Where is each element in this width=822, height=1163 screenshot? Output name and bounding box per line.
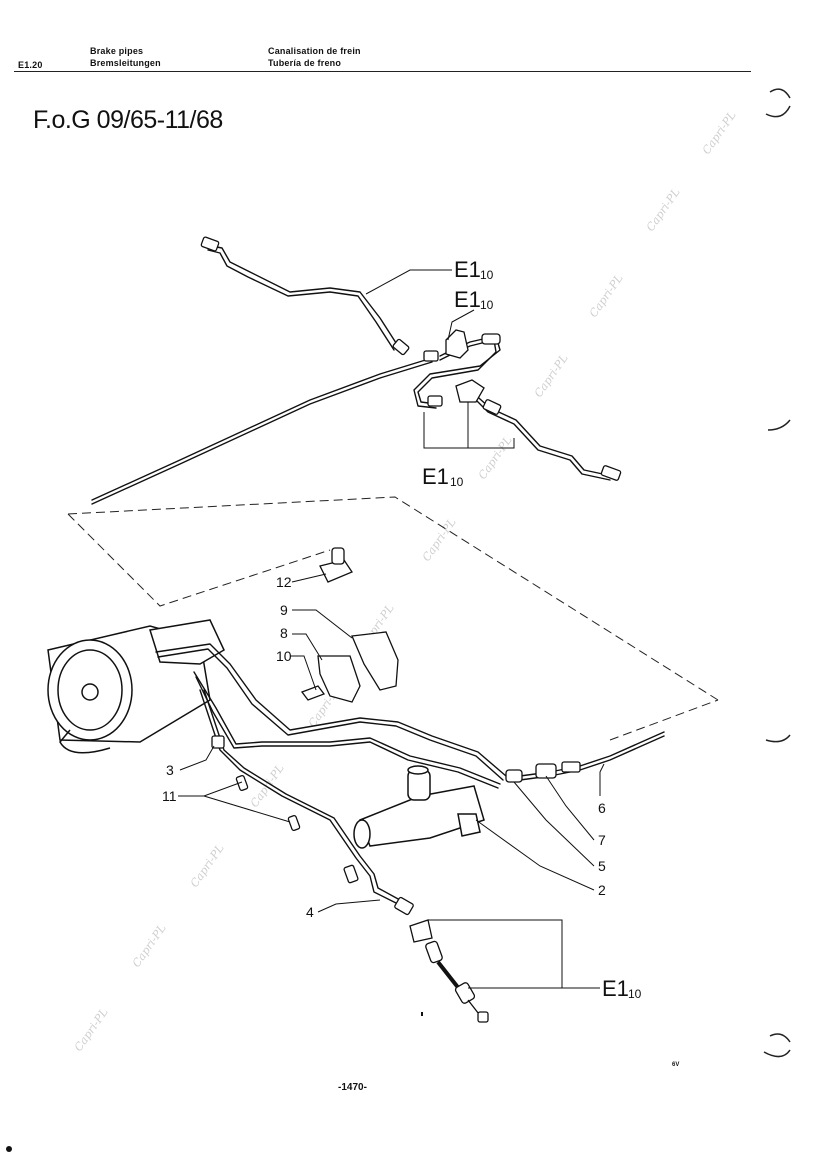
callout-4: 4 xyxy=(306,904,314,920)
ref-sub: 10 xyxy=(450,475,464,489)
watermark: Capri-PL xyxy=(644,186,683,234)
header-title-es: Tubería de freno xyxy=(268,58,342,68)
part-ref-1: E1 10 xyxy=(454,257,494,282)
diagram-title: F.o.G 09/65-11/68 xyxy=(33,106,223,134)
watermark: Capri-PL xyxy=(532,352,571,400)
page-number: -1470- xyxy=(338,1082,367,1093)
ref-main: E1 xyxy=(602,976,629,1001)
header-rule xyxy=(14,71,751,72)
callout-9: 9 xyxy=(280,602,288,618)
callout-8: 8 xyxy=(280,625,288,641)
watermark: Capri-PL xyxy=(476,434,515,482)
front-pipe-fittings xyxy=(211,735,581,916)
front-hose xyxy=(409,919,489,1023)
callout-12: 12 xyxy=(276,574,292,590)
rear-brake-pipes xyxy=(91,244,613,505)
dashed-outline xyxy=(67,496,719,741)
watermark: Capri-PL xyxy=(587,272,626,320)
margin-marks xyxy=(763,88,791,1058)
watermark: Capri-PL xyxy=(248,762,287,810)
part-ref-2: E1 10 xyxy=(454,287,494,312)
callout-3: 3 xyxy=(166,762,174,778)
watermark: Capri-PL xyxy=(72,1006,111,1054)
callout-6: 6 xyxy=(598,800,606,816)
ref-main: E1 xyxy=(454,287,481,312)
corner-mark: 6V xyxy=(672,1062,680,1068)
watermark: Capri-PL xyxy=(130,922,169,970)
callout-10: 10 xyxy=(276,648,292,664)
master-cylinder xyxy=(353,765,485,849)
header-title-en: Brake pipes xyxy=(90,46,144,56)
ref-main: E1 xyxy=(454,257,481,282)
ref-sub: 10 xyxy=(628,987,642,1001)
watermark: Capri-PL xyxy=(700,109,739,157)
ref-leaders xyxy=(365,269,600,989)
ref-sub: 10 xyxy=(480,268,494,282)
header-title-fr: Canalisation de frein xyxy=(268,46,361,56)
callout-2: 2 xyxy=(598,882,606,898)
stray-mark xyxy=(6,1146,12,1152)
callout-7: 7 xyxy=(598,832,606,848)
section-code: E1.20 xyxy=(18,60,43,70)
rear-pipe-fittings xyxy=(200,236,622,481)
part-ref-4: E1 10 xyxy=(602,976,642,1001)
callout-5: 5 xyxy=(598,858,606,874)
callout-leaders xyxy=(178,573,605,913)
brake-servo xyxy=(47,619,225,754)
watermark: Capri-PL xyxy=(420,516,459,564)
ref-sub: 10 xyxy=(480,298,494,312)
small-parts xyxy=(300,547,399,703)
header-title-de: Bremsleitungen xyxy=(90,58,161,68)
stray-mark xyxy=(421,1012,423,1016)
callout-11: 11 xyxy=(162,788,177,804)
ref-main: E1 xyxy=(422,464,449,489)
part-ref-3: E1 10 xyxy=(422,464,464,489)
watermark: Capri-PL xyxy=(188,842,227,890)
